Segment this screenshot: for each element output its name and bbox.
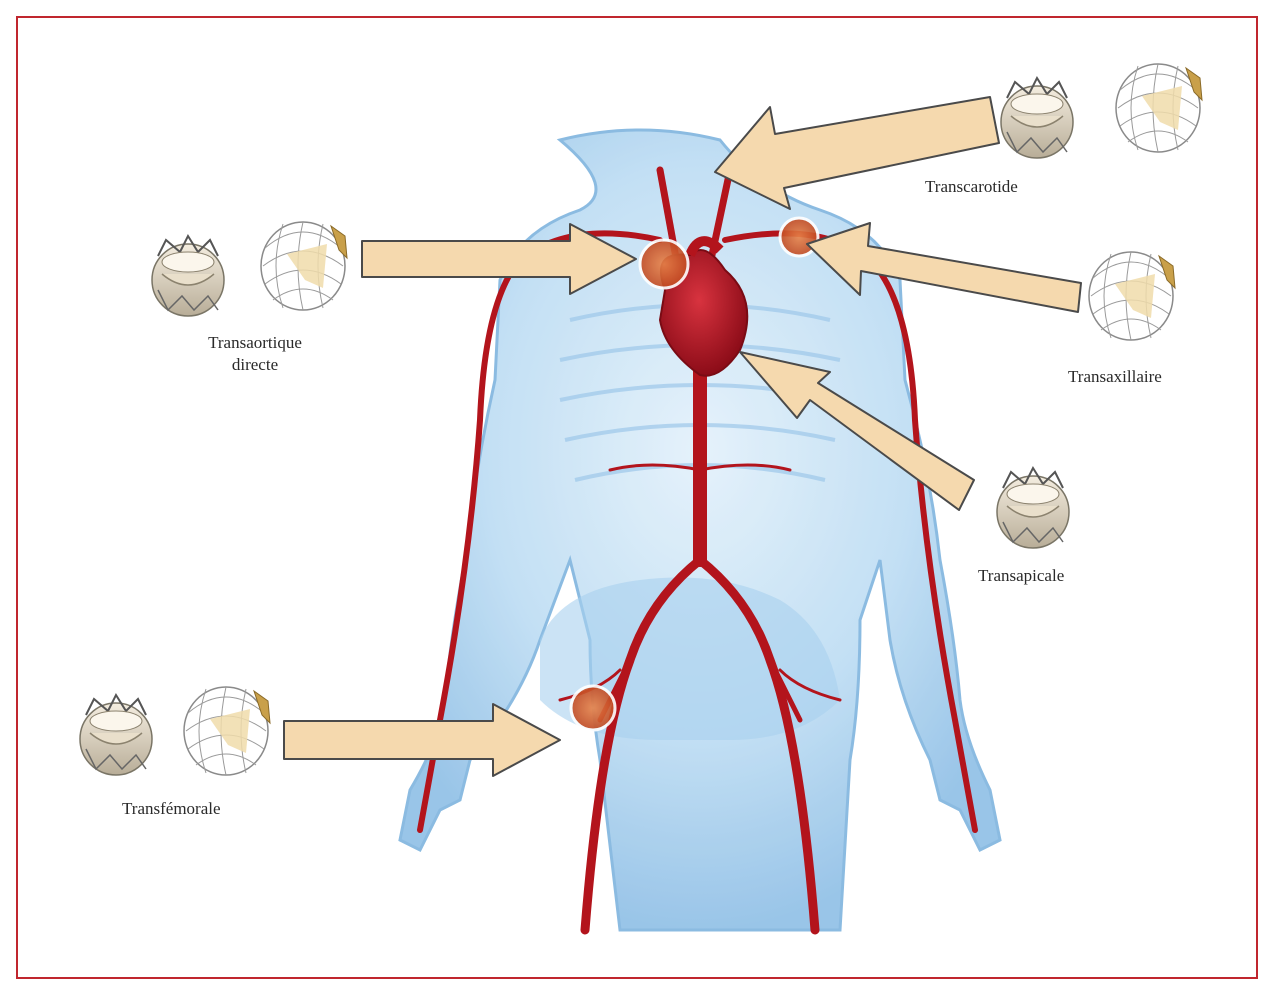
label-transfemorale: Transfémorale [122,799,221,818]
arrow-transaxillaire [806,222,1082,313]
label-transcarotide: Transcarotide [925,177,1018,196]
label-transapicale: Transapicale [978,566,1065,585]
balloon-expandable-valve-icon [151,235,225,317]
access-site-transaortic [638,238,690,290]
self-expanding-valve-icon [1115,63,1203,153]
balloon-expandable-valve-icon [996,467,1070,549]
self-expanding-valve-icon [1088,251,1176,341]
balloon-expandable-valve-icon [79,694,153,776]
label-transaortique-line2: directe [231,355,279,375]
arrow-transcarotide [714,96,1000,210]
self-expanding-valve-icon [260,221,348,311]
arrow-transaortique [361,223,637,295]
label-transaxillaire: Transaxillaire [1068,367,1162,386]
arterial-tree [417,166,978,935]
access-site-transfemoral [569,684,617,732]
arrow-transapicale [739,351,975,511]
label-transaortique: Transaortique directe [180,332,330,376]
label-transaortique-line1: Transaortique [208,333,302,352]
balloon-expandable-valve-icon [1000,77,1074,159]
access-arrows [283,96,1082,777]
self-expanding-valve-icon [183,686,271,776]
arrow-transfemorale [283,703,561,777]
